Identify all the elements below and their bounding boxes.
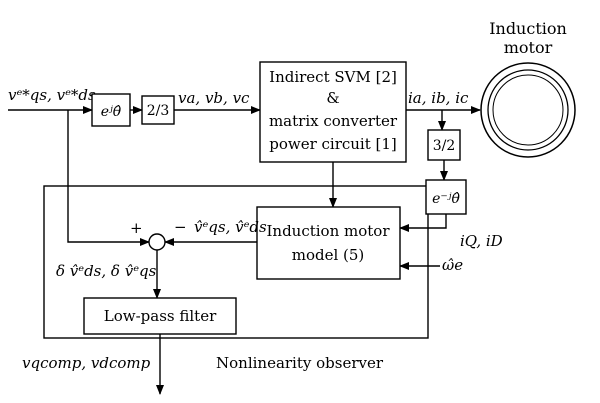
rotation-block-label: eʲθ̂ xyxy=(101,104,122,120)
svm-line-2: & xyxy=(326,89,339,107)
motor-title-line-2: motor xyxy=(504,38,553,57)
inverse-rotation-label: e⁻ʲθ̂ xyxy=(432,191,460,207)
low-pass-filter-block xyxy=(83,297,237,335)
input-refs-label: vᵉ*qs, vᵉ*ds xyxy=(8,86,96,104)
minus-sign: − xyxy=(174,218,187,236)
outputs-label: vqcomp, vdcomp xyxy=(22,354,151,372)
model-line-2: model (5) xyxy=(292,246,365,264)
observer-boundary xyxy=(43,185,429,339)
motor-model-block xyxy=(256,206,401,280)
lpf-label: Low-pass filter xyxy=(104,307,217,325)
induction-motor xyxy=(480,62,576,158)
dq-currents-label: iQ, iD xyxy=(460,232,503,250)
estimates-label: v̂ᵉqs, v̂ᵉds xyxy=(194,218,267,236)
svm-line-4: power circuit [1] xyxy=(269,135,397,153)
two-thirds-label: 2/3 xyxy=(147,103,170,119)
summing-junction xyxy=(148,233,166,251)
svm-converter-block xyxy=(259,61,407,163)
rotation-block xyxy=(91,93,131,127)
svm-line-1: Indirect SVM [2] xyxy=(269,68,397,86)
reference-branch-line xyxy=(67,110,150,246)
three-halves-label: 3/2 xyxy=(433,138,456,154)
model-line-1: Induction motor xyxy=(266,222,390,240)
deltas-label: δ v̂ᵉds, δ v̂ᵉqs xyxy=(56,262,157,280)
voltages-label: va, vb, vc xyxy=(178,89,250,107)
two-thirds-block xyxy=(141,95,175,125)
omega-label: ω̂e xyxy=(442,256,463,274)
observer-caption: Nonlinearity observer xyxy=(216,354,384,372)
svm-line-3: matrix converter xyxy=(269,112,398,130)
currents-label: ia, ib, ic xyxy=(408,89,469,107)
dq-current-line xyxy=(399,214,447,232)
motor-title-line-1: Induction xyxy=(489,19,567,38)
plus-sign: + xyxy=(130,219,143,237)
